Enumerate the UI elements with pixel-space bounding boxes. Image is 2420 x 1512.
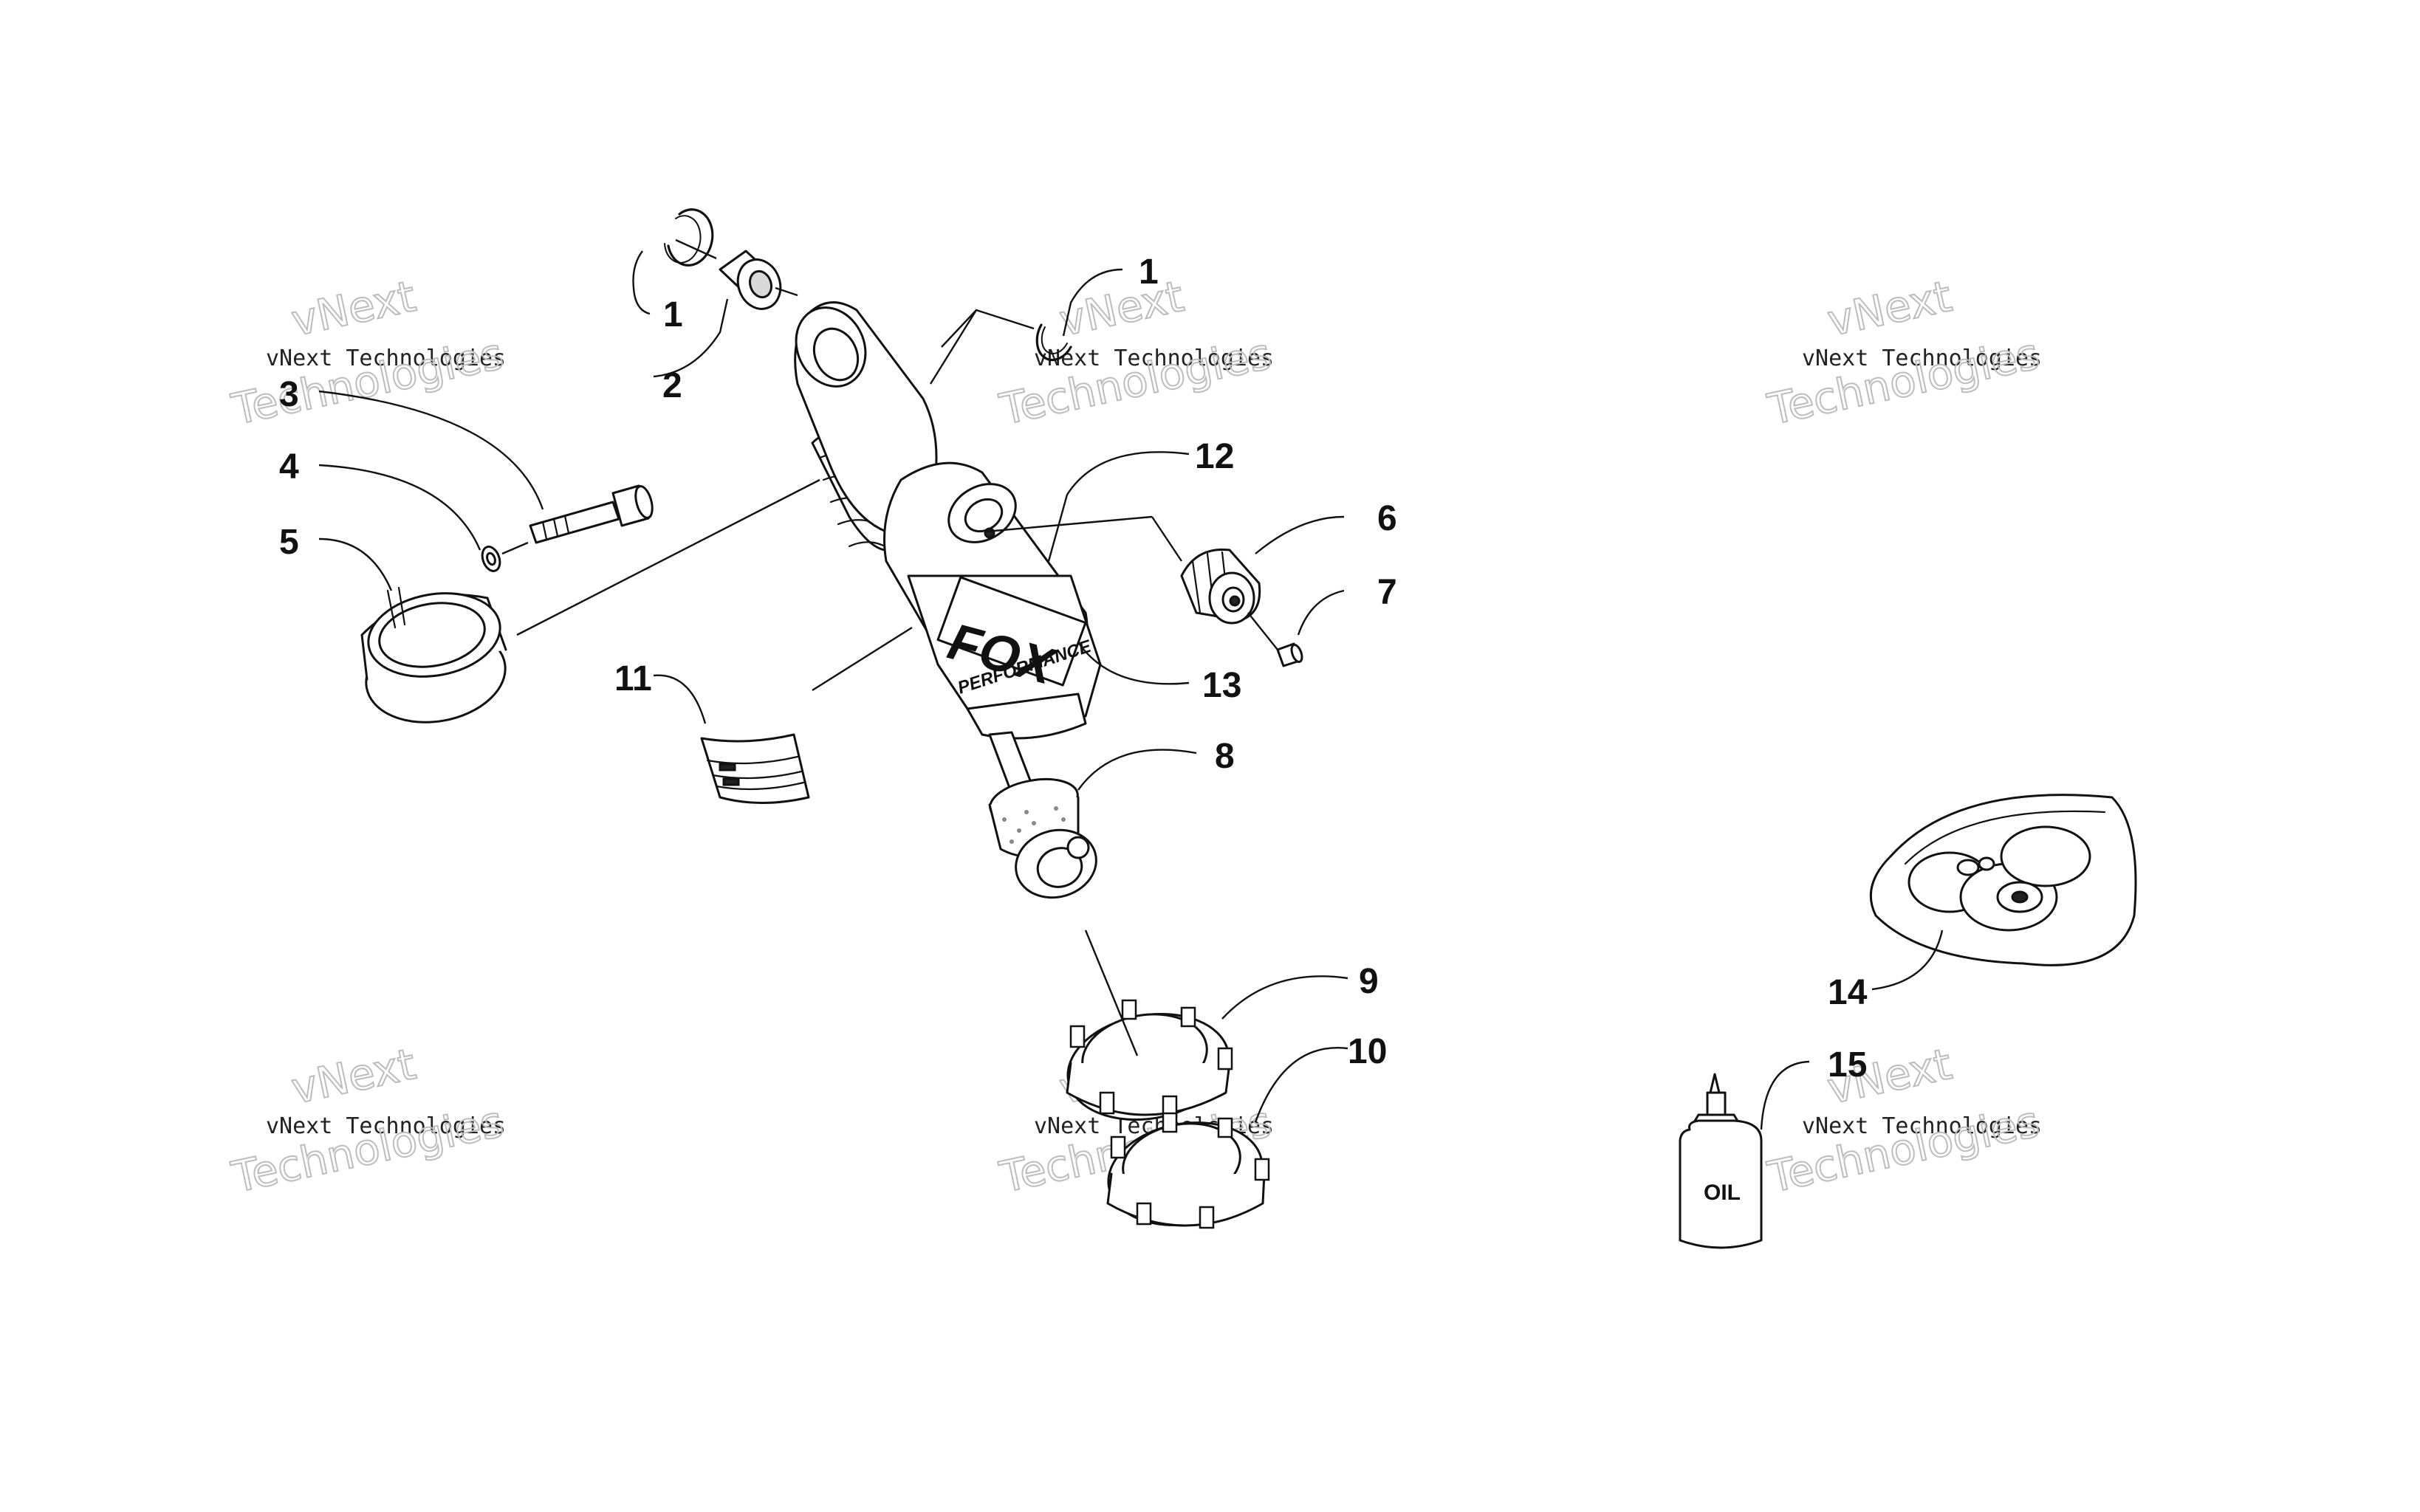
callout-2: 2 [662,366,682,405]
callout-13: 13 [1202,666,1241,705]
callout-11: 11 [614,659,652,698]
callout-6: 6 [1377,499,1397,538]
adjuster-knob [1180,548,1261,625]
callout-3: 3 [279,375,299,414]
svg-text:Technologies: Technologies [227,1096,508,1203]
svg-text:vNext: vNext [1823,271,1956,346]
svg-text:vNext Technologies: vNext Technologies [266,1113,506,1139]
bottom-out-bumper [988,778,1097,899]
svg-text:vNext Technologies: vNext Technologies [1034,346,1274,371]
clamp-collar [360,586,507,724]
callout-9: 9 [1359,962,1379,1001]
svg-text:vNext Technologies: vNext Technologies [1802,1113,2042,1139]
watermark-top-left: vNext vNext Technologies Technologies [227,270,509,436]
watermark-top-right: vNext vNext Technologies Technologies [1763,270,2045,436]
svg-text:Technologies: Technologies [227,329,508,435]
svg-text:vNext Technologies: vNext Technologies [266,346,506,371]
warning-decal [700,733,810,804]
callout-4: 4 [279,447,299,487]
callout-12: 12 [1195,437,1234,476]
leader-ring-to-bushing [675,238,717,260]
callout-10: 10 [1348,1032,1387,1071]
svg-text:vNext: vNext [1055,271,1188,346]
callout-15: 15 [1828,1045,1867,1085]
set-screw [1247,612,1303,667]
callout-14: 14 [1828,973,1868,1012]
bushing [719,250,798,310]
leader-knob-to-shock [985,515,1153,533]
snap-ring-right [1035,323,1072,362]
leader-nut-to-shaft [1084,929,1139,1056]
spanner-nut [1066,999,1233,1121]
svg-text:vNext: vNext [287,271,420,346]
svg-text:Technologies: Technologies [1763,329,2044,435]
callout-8: 8 [1215,737,1235,776]
watermark-bottom-right: vNext vNext Technologies Technologies [1763,1038,2045,1203]
oil-bottle: OIL [1679,1073,1763,1249]
leader-collar-to-shock [516,478,820,636]
oil-label: OIL [1704,1181,1741,1205]
watermark-bottom-left: vNext vNext Technologies Technologies [227,1038,509,1203]
shock-absorber: FOX PERFORMANCE [794,301,1102,795]
svg-text:vNext Technologies: vNext Technologies [1802,346,2042,371]
watermark-top-center: vNext vNext Technologies Technologies [995,270,1277,436]
snap-ring-left [664,208,714,267]
svg-text:Technologies: Technologies [1763,1096,2044,1203]
mounting-bolt [529,484,654,544]
seal-kit-bag [1869,794,2137,966]
callout-leaders [318,250,1944,1130]
svg-text:vNext: vNext [287,1039,420,1114]
callout-1-left: 1 [663,295,683,334]
washer [481,541,529,572]
callout-7: 7 [1377,573,1397,612]
callout-1-right: 1 [1139,252,1159,292]
jam-nut [1106,1112,1270,1229]
callout-numbers: 1 2 1 3 4 5 11 12 6 7 13 8 9 10 14 15 [279,252,1868,1085]
leader-decal-to-shock [812,626,913,692]
callout-5: 5 [279,523,299,562]
